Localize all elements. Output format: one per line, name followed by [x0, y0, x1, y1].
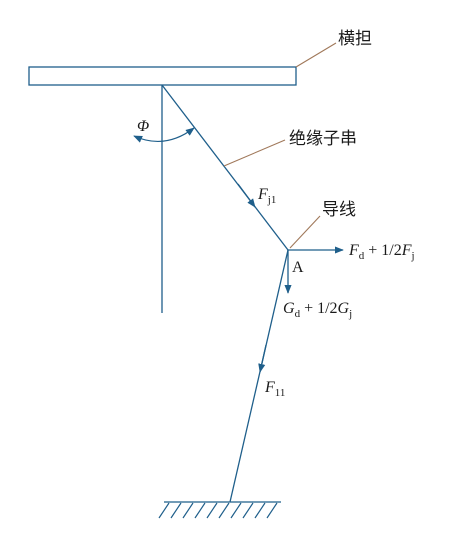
- angle-arc: [133, 127, 195, 143]
- fj1-arrow: [237, 183, 256, 208]
- conductor-label: 导线: [322, 200, 356, 220]
- f11-label: F11: [264, 379, 285, 399]
- fd-half-fj-label: Fd+ 1/2Fj: [348, 242, 415, 262]
- crossarm-beam: [28, 66, 297, 86]
- angle-label: Φ: [137, 118, 149, 135]
- conductor-line: [229, 249, 289, 503]
- gd-half-gj-label: Gd+ 1/2Gj: [283, 300, 352, 320]
- hatched-ground-support-icon: [158, 501, 281, 519]
- conductor-leader-line: [289, 215, 321, 249]
- f11-arrow: [258, 344, 267, 373]
- insulator-leader-line: [223, 139, 286, 167]
- point-a-label: A: [292, 259, 304, 276]
- fj1-label: Fj1: [257, 186, 276, 206]
- insulator-string-label: 绝缘子串: [289, 129, 357, 149]
- crossarm-label: 横担: [338, 29, 372, 49]
- crossarm-leader-line: [295, 42, 337, 68]
- insulator-string-line: [161, 84, 289, 251]
